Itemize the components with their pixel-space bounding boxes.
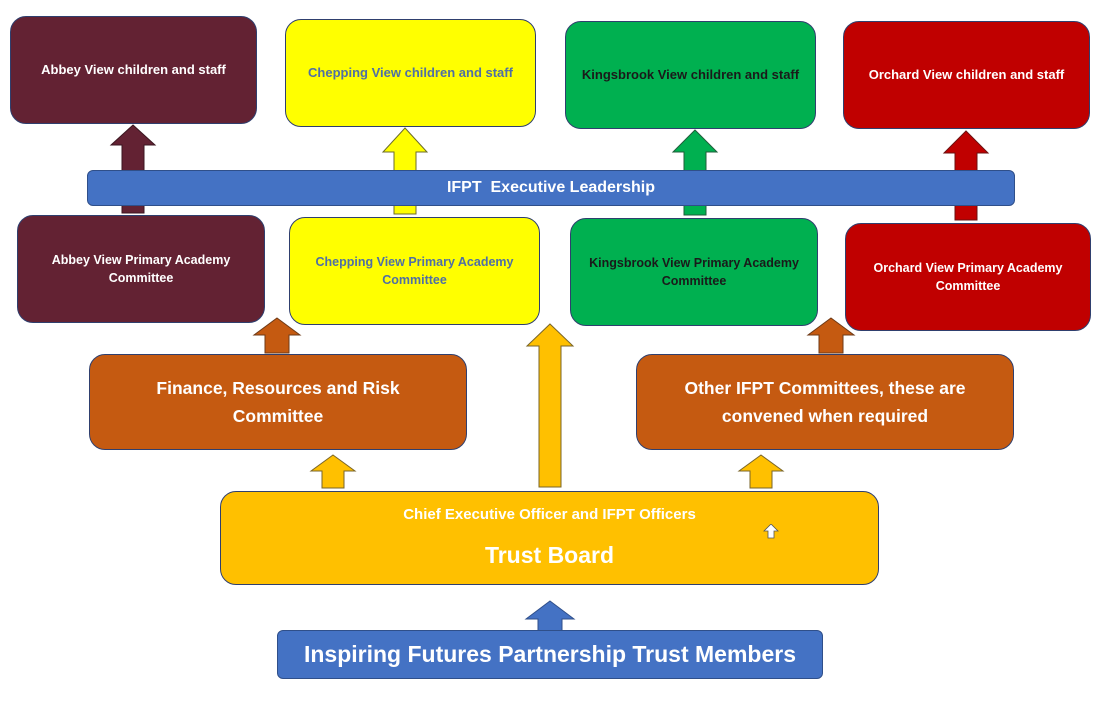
chepping-committee-box: Chepping View Primary Academy Committee [289, 217, 540, 325]
chepping-committee-label: Chepping View Primary Academy Committee [315, 254, 514, 287]
abbey-committee-box: Abbey View Primary Academy Committee [17, 215, 265, 323]
finance-committee-label: Finance, Resources and Risk Committee [156, 378, 400, 426]
other-committees-label: Other IFPT Committees, these are convene… [684, 378, 966, 426]
trust-board-title: Trust Board [484, 542, 615, 568]
other-committees-box: Other IFPT Committees, these are convene… [636, 354, 1014, 450]
members-label: Inspiring Futures Partnership Trust Memb… [303, 640, 797, 667]
orchard-committee-label: Orchard View Primary Academy Committee [873, 260, 1063, 293]
arrow-shape [806, 317, 856, 354]
orchard-committee-box: Orchard View Primary Academy Committee [845, 223, 1091, 331]
executive-leadership-bar: IFPT Executive Leadership [87, 170, 1015, 206]
trust-board-box: Chief Executive Officer and IFPT Officer… [220, 491, 879, 585]
kingsbrook-staff-label: Kingsbrook View children and staff [581, 66, 800, 82]
abbey-staff-label: Abbey View children and staff [41, 61, 226, 77]
chepping-staff-box: Chepping View children and staff [285, 19, 536, 127]
arrow-shape [524, 600, 576, 634]
members-box: Inspiring Futures Partnership Trust Memb… [277, 630, 823, 679]
small-up-arrow-icon [763, 524, 779, 539]
arrow-shape [252, 317, 302, 354]
kingsbrook-committee-label: Kingsbrook View Primary Academy Committe… [589, 255, 799, 288]
arrow-board-to-chepping [525, 323, 575, 488]
abbey-committee-label: Abbey View Primary Academy Committee [51, 252, 231, 285]
arrow-shape [525, 323, 575, 488]
arrow-board-to-other [737, 454, 785, 489]
arrow-shape [737, 454, 785, 489]
kingsbrook-committee-box: Kingsbrook View Primary Academy Committe… [570, 218, 818, 326]
officers-label: Chief Executive Officer and IFPT Officer… [403, 506, 696, 523]
finance-committee-box: Finance, Resources and Risk Committee [89, 354, 467, 450]
arrow-shape [309, 454, 357, 489]
executive-leadership-label: IFPT Executive Leadership [446, 179, 656, 196]
abbey-staff-box: Abbey View children and staff [10, 16, 257, 124]
arrow-members-to-board [524, 600, 576, 634]
kingsbrook-staff-box: Kingsbrook View children and staff [565, 21, 816, 129]
arrow-finance-to-abbey [252, 317, 302, 354]
chepping-staff-label: Chepping View children and staff [308, 64, 513, 80]
arrow-board-to-finance [309, 454, 357, 489]
orchard-staff-label: Orchard View children and staff [868, 66, 1065, 82]
orchard-staff-box: Orchard View children and staff [843, 21, 1090, 129]
arrow-other-to-orchard [806, 317, 856, 354]
